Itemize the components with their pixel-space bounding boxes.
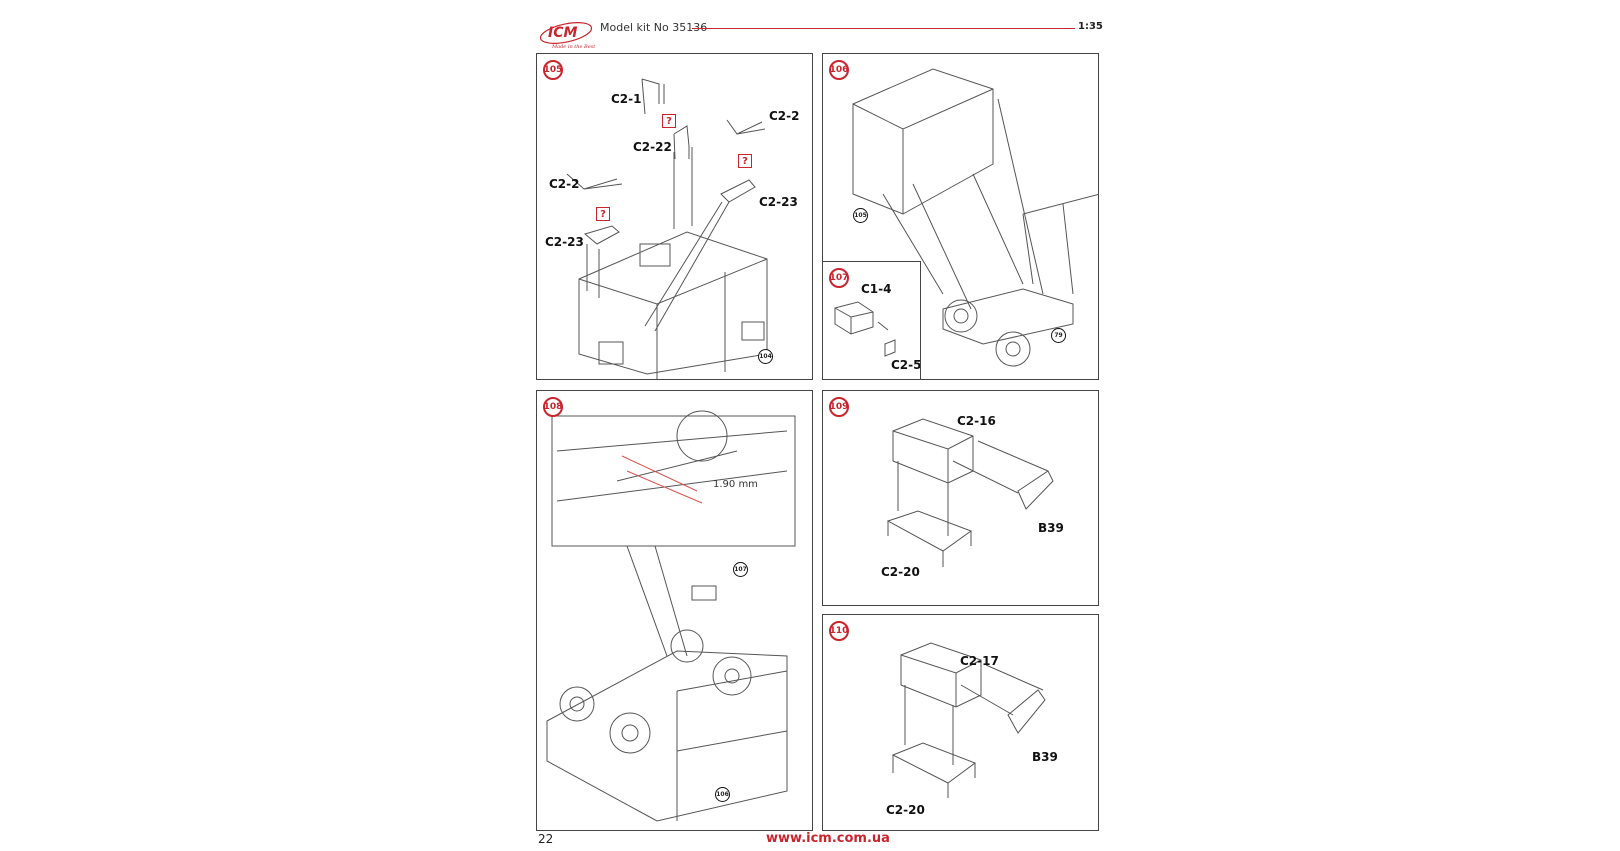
ref-step-106: 106 bbox=[715, 787, 730, 802]
step-110-panel: 110 C2-17 B39 C2-20 bbox=[822, 614, 1099, 831]
step-number-110: 110 bbox=[829, 621, 849, 641]
part-label-c2-2-right: C2-2 bbox=[769, 109, 800, 123]
part-label-c1-4: C1-4 bbox=[861, 282, 892, 296]
part-label-c2-23-left: C2-23 bbox=[545, 235, 584, 249]
svg-text:ICM: ICM bbox=[548, 25, 577, 41]
header-rule bbox=[692, 28, 1075, 29]
scale-label: 1:35 bbox=[1078, 21, 1103, 32]
step-105-drawing bbox=[566, 78, 768, 379]
step-number-106: 106 bbox=[829, 60, 849, 80]
part-label-c2-5: C2-5 bbox=[891, 358, 921, 372]
part-label-c2-1: C2-1 bbox=[611, 92, 642, 106]
ref-step-79: 79 bbox=[1051, 328, 1066, 343]
dimension-label: 1.90 mm bbox=[713, 479, 758, 490]
step-109-drawing bbox=[886, 418, 1054, 567]
part-label-c2-2-left: C2-2 bbox=[549, 177, 580, 191]
part-label-c2-20: C2-20 bbox=[886, 803, 925, 817]
ref-step-107: 107 bbox=[733, 562, 748, 577]
step-number-109: 109 bbox=[829, 397, 849, 417]
step-105-panel: 105 C2-1 C2-22 C2-2 C2-2 C2-23 C2-23 ? ?… bbox=[536, 53, 813, 380]
optional-marker: ? bbox=[662, 114, 676, 128]
icm-logo: ICM Made in the Best bbox=[538, 18, 596, 50]
step-number-107: 107 bbox=[829, 268, 849, 288]
website-link[interactable]: www.icm.com.ua bbox=[766, 831, 890, 846]
part-label-c2-20: C2-20 bbox=[881, 565, 920, 579]
part-label-c2-23-right: C2-23 bbox=[759, 195, 798, 209]
part-label-c2-16: C2-16 bbox=[957, 414, 996, 428]
kit-title: Model kit No 35136 bbox=[600, 21, 708, 34]
ref-step-105: 105 bbox=[853, 208, 868, 223]
step-number-105: 105 bbox=[543, 60, 563, 80]
step-108-drawing bbox=[546, 410, 796, 822]
step-107-drawing bbox=[834, 301, 896, 357]
page-number: 22 bbox=[538, 832, 554, 846]
step-108-panel: 108 1.90 mm 107 106 bbox=[536, 390, 813, 831]
step-109-panel: 109 C2-16 B39 C2-20 bbox=[822, 390, 1099, 606]
ref-step-104: 104 bbox=[758, 349, 773, 364]
step-107-panel: 107 C1-4 C2-5 bbox=[822, 261, 921, 380]
part-label-b39: B39 bbox=[1032, 750, 1058, 764]
step-106-drawing bbox=[852, 68, 1098, 367]
optional-marker: ? bbox=[738, 154, 752, 168]
step-110-drawing bbox=[891, 642, 1046, 798]
svg-text:Made in the Best: Made in the Best bbox=[551, 44, 596, 50]
part-label-c2-17: C2-17 bbox=[960, 654, 999, 668]
part-label-b39: B39 bbox=[1038, 521, 1064, 535]
part-label-c2-22: C2-22 bbox=[633, 140, 672, 154]
optional-marker: ? bbox=[596, 207, 610, 221]
step-number-108: 108 bbox=[543, 397, 563, 417]
